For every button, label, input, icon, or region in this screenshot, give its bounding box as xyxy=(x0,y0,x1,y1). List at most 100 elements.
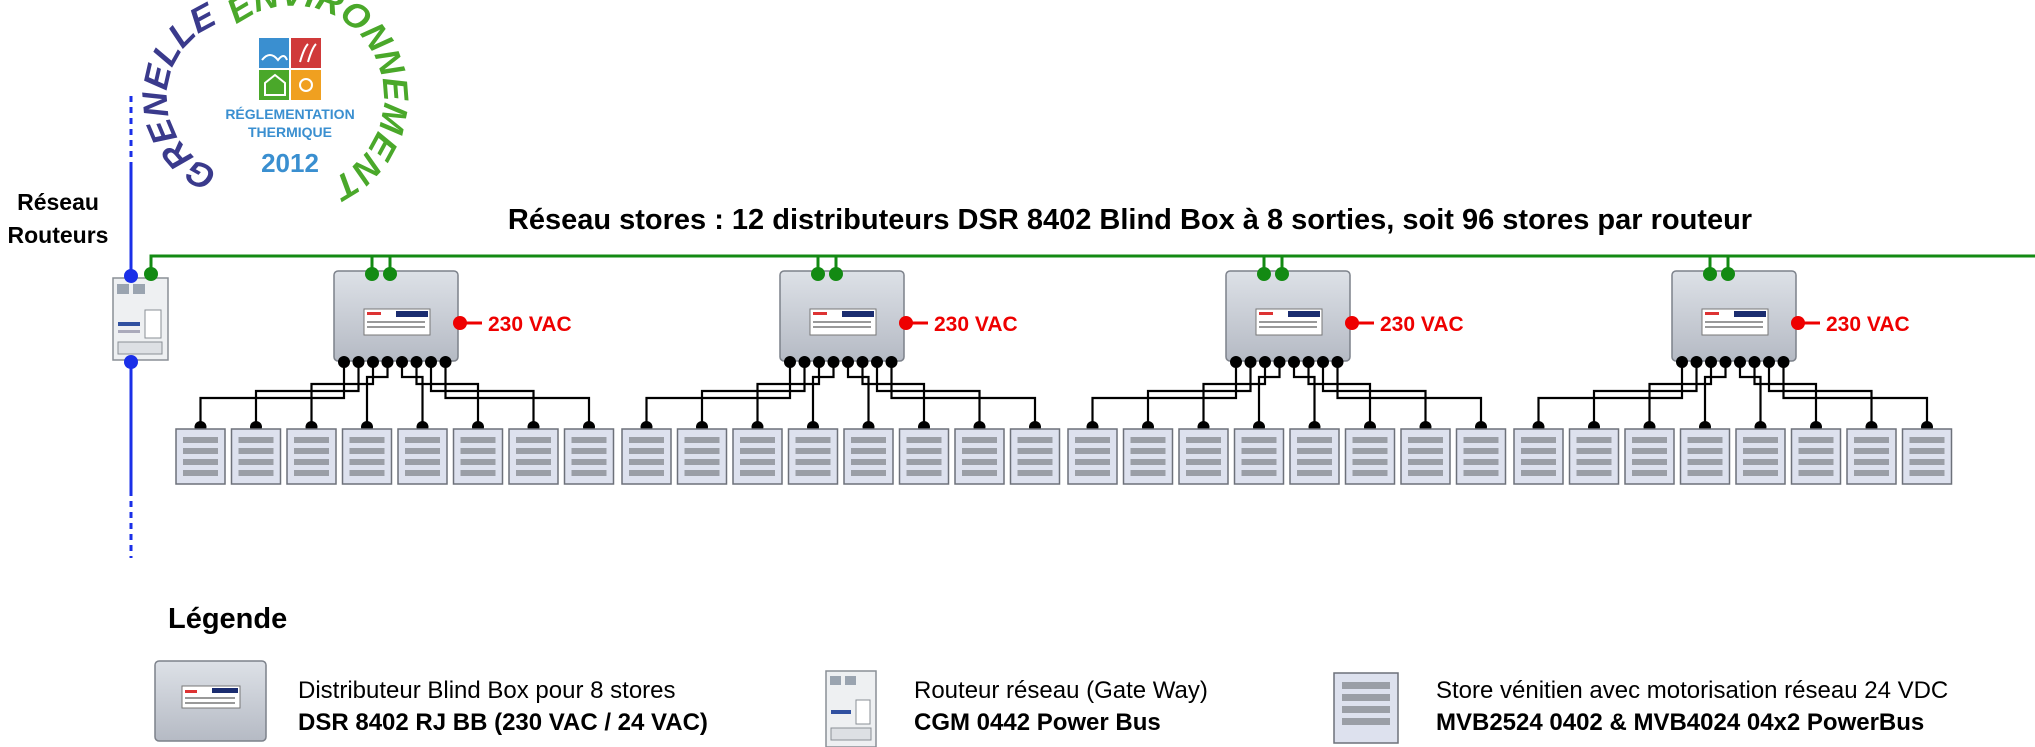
distributor-4: 230 VAC xyxy=(1532,256,1933,433)
blind-slat xyxy=(516,437,551,443)
output-wire xyxy=(1292,362,1316,427)
blind-slat xyxy=(962,459,997,465)
blind-slat xyxy=(795,437,831,443)
blind-slat xyxy=(1075,459,1110,465)
blind-slat xyxy=(1297,459,1332,465)
output-wire xyxy=(1257,362,1281,427)
blind-slat xyxy=(1743,437,1778,443)
blind-icon xyxy=(452,428,504,485)
blind-slat xyxy=(183,470,218,476)
blind-slat xyxy=(1130,459,1166,465)
blind-slat xyxy=(1408,459,1443,465)
output-wire xyxy=(1738,362,1762,427)
blind-slat xyxy=(1075,470,1110,476)
power-label: 230 VAC xyxy=(934,313,1018,336)
blind-slat xyxy=(1576,459,1612,465)
blind-slat xyxy=(1075,437,1110,443)
box-label-line xyxy=(367,326,425,328)
blind-slat xyxy=(1130,437,1166,443)
output-wire xyxy=(890,362,1037,427)
distributor-3: 230 VAC xyxy=(1086,256,1487,433)
blind-slat xyxy=(571,459,607,465)
router-network-label-line2: Routeurs xyxy=(8,222,109,248)
output-wire xyxy=(1146,362,1252,427)
legend-item1-line1: Distributeur Blind Box pour 8 stores xyxy=(298,677,676,704)
blind-slat xyxy=(1463,459,1499,465)
blind-icon xyxy=(787,428,839,485)
bus-connector xyxy=(1703,267,1717,281)
output-wire xyxy=(1782,362,1929,427)
blind-icon xyxy=(1846,428,1897,485)
blind-slat xyxy=(1909,437,1945,443)
blind-slat xyxy=(405,459,440,465)
blind-slat xyxy=(349,437,385,443)
blind-slat xyxy=(1186,437,1221,443)
legend-heading: Légende xyxy=(168,603,287,635)
blind-slat xyxy=(906,448,942,454)
legend-item3-line2: MVB2524 0402 & MVB4024 04x2 PowerBus xyxy=(1436,709,1924,736)
blind-slat xyxy=(1854,470,1889,476)
blind-icon xyxy=(1568,428,1620,485)
bus-connector xyxy=(383,267,397,281)
blind-slat xyxy=(1743,448,1778,454)
logo-year: 2012 xyxy=(261,148,319,178)
blind-slat xyxy=(1909,470,1945,476)
blind-slat xyxy=(629,448,664,454)
blind-slat xyxy=(1798,448,1834,454)
router-network-label-line1: Réseau xyxy=(17,189,99,215)
blind-slat xyxy=(1576,437,1612,443)
power-label: 230 VAC xyxy=(1826,313,1910,336)
output-wire xyxy=(199,362,346,427)
blind-icon xyxy=(676,428,728,485)
legend-blind-box-icon xyxy=(154,660,267,742)
blind-slat xyxy=(629,470,664,476)
blind-slat xyxy=(1687,437,1723,443)
blind-icon xyxy=(1067,428,1118,485)
blind-slat xyxy=(1854,459,1889,465)
legend-item2-line2: CGM 0442 Power Bus xyxy=(914,709,1161,736)
box-label-brand xyxy=(367,312,381,315)
bus-connector xyxy=(811,267,825,281)
blind-icon xyxy=(563,428,615,485)
power-label: 230 VAC xyxy=(1380,313,1464,336)
blind-bus-line xyxy=(149,254,2035,274)
box-label-brand xyxy=(813,312,827,315)
logo-emblem-icon xyxy=(259,38,321,100)
blind-slat xyxy=(1798,437,1834,443)
blind-slat xyxy=(1798,459,1834,465)
blind-slat xyxy=(571,470,607,476)
blind-icon xyxy=(286,428,337,485)
box-label-line xyxy=(813,321,871,323)
bus-connector xyxy=(1721,267,1735,281)
blind-slat xyxy=(1687,470,1723,476)
bus-connector xyxy=(1275,267,1289,281)
blind-slat xyxy=(238,470,274,476)
blind-slat xyxy=(1017,459,1053,465)
blind-icon xyxy=(341,428,393,485)
blind-slat xyxy=(1352,470,1388,476)
blind-slat xyxy=(460,470,496,476)
blind-slat xyxy=(851,448,886,454)
blind-slat xyxy=(1297,448,1332,454)
blind-slat xyxy=(1909,459,1945,465)
blind-icon xyxy=(1009,428,1061,485)
legend-item1-line2: DSR 8402 RJ BB (230 VAC / 24 VAC) xyxy=(298,709,708,736)
blind-slat xyxy=(629,459,664,465)
blind-icon xyxy=(621,428,672,485)
box-label-brand xyxy=(1259,312,1273,315)
blind-icon xyxy=(1513,428,1564,485)
blind-slat xyxy=(1576,470,1612,476)
output-wire xyxy=(1091,362,1238,427)
blind-slat xyxy=(962,470,997,476)
blind-icon xyxy=(1455,428,1507,485)
blind-slat xyxy=(349,448,385,454)
blind-slat xyxy=(571,437,607,443)
box-label-band xyxy=(842,311,874,317)
logo-arc-left-text: GRENELLE xyxy=(135,0,223,198)
blind-slat xyxy=(1130,470,1166,476)
blind-slat xyxy=(294,437,329,443)
blind-icon xyxy=(1400,428,1451,485)
logo-line2: THERMIQUE xyxy=(248,124,332,140)
blind-slat xyxy=(1241,459,1277,465)
blind-slat xyxy=(795,448,831,454)
